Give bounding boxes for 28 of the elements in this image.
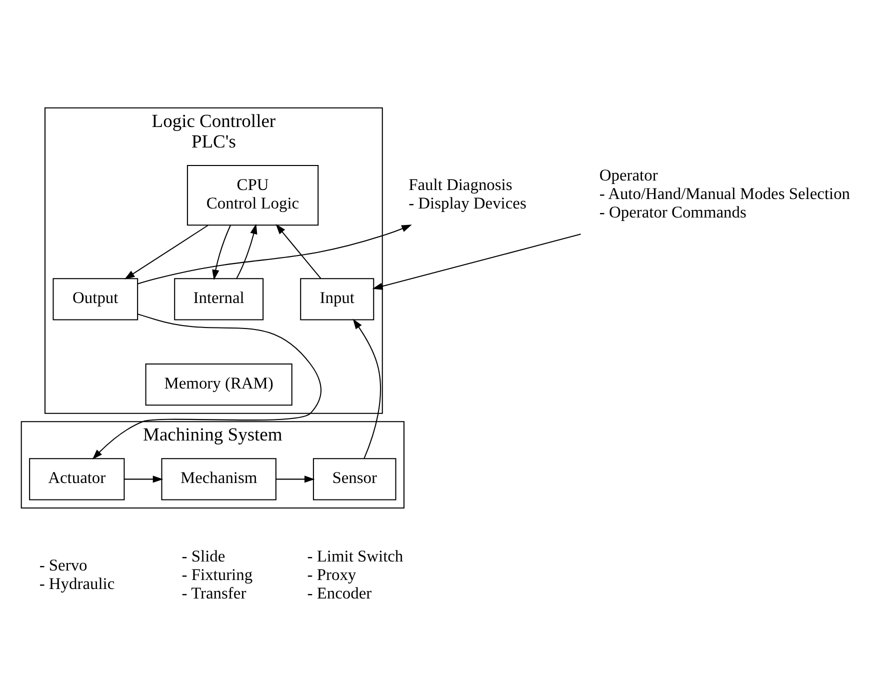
node-box: CPU Control Logic bbox=[186, 164, 318, 226]
arrow bbox=[124, 224, 208, 280]
arrow bbox=[276, 476, 314, 483]
arrow bbox=[92, 314, 321, 460]
node-box: Internal bbox=[174, 278, 264, 320]
node-box: Input bbox=[300, 278, 374, 320]
node-box: Mechanism bbox=[160, 458, 276, 500]
node-label: - Hydraulic bbox=[38, 574, 114, 594]
node-text: Operator - Auto/Hand/Manual Modes Selection - Operator Commands bbox=[598, 166, 850, 222]
node-label: - Transfer bbox=[181, 583, 246, 602]
node-label: - Fixturing bbox=[181, 564, 252, 584]
node-box: Memory (RAM) bbox=[144, 363, 292, 406]
arrow bbox=[124, 476, 163, 483]
arrow bbox=[212, 225, 230, 280]
node-box: Sensor bbox=[312, 458, 396, 500]
node-text: Fault Diagnosis - Display Devices bbox=[408, 174, 526, 212]
arrow bbox=[236, 224, 257, 279]
arrow bbox=[372, 234, 580, 290]
arrow bbox=[137, 224, 412, 284]
arrow bbox=[352, 318, 381, 459]
node-label: - Servo bbox=[38, 556, 87, 575]
node-label: - Encoder bbox=[306, 583, 372, 602]
node-box: Output bbox=[52, 278, 138, 320]
node-label: - Limit Switch bbox=[306, 546, 403, 566]
node-label: - Slide bbox=[181, 546, 225, 566]
node-label: - Proxy bbox=[306, 564, 356, 584]
node-box: Actuator bbox=[28, 458, 124, 500]
arrow bbox=[275, 224, 321, 279]
